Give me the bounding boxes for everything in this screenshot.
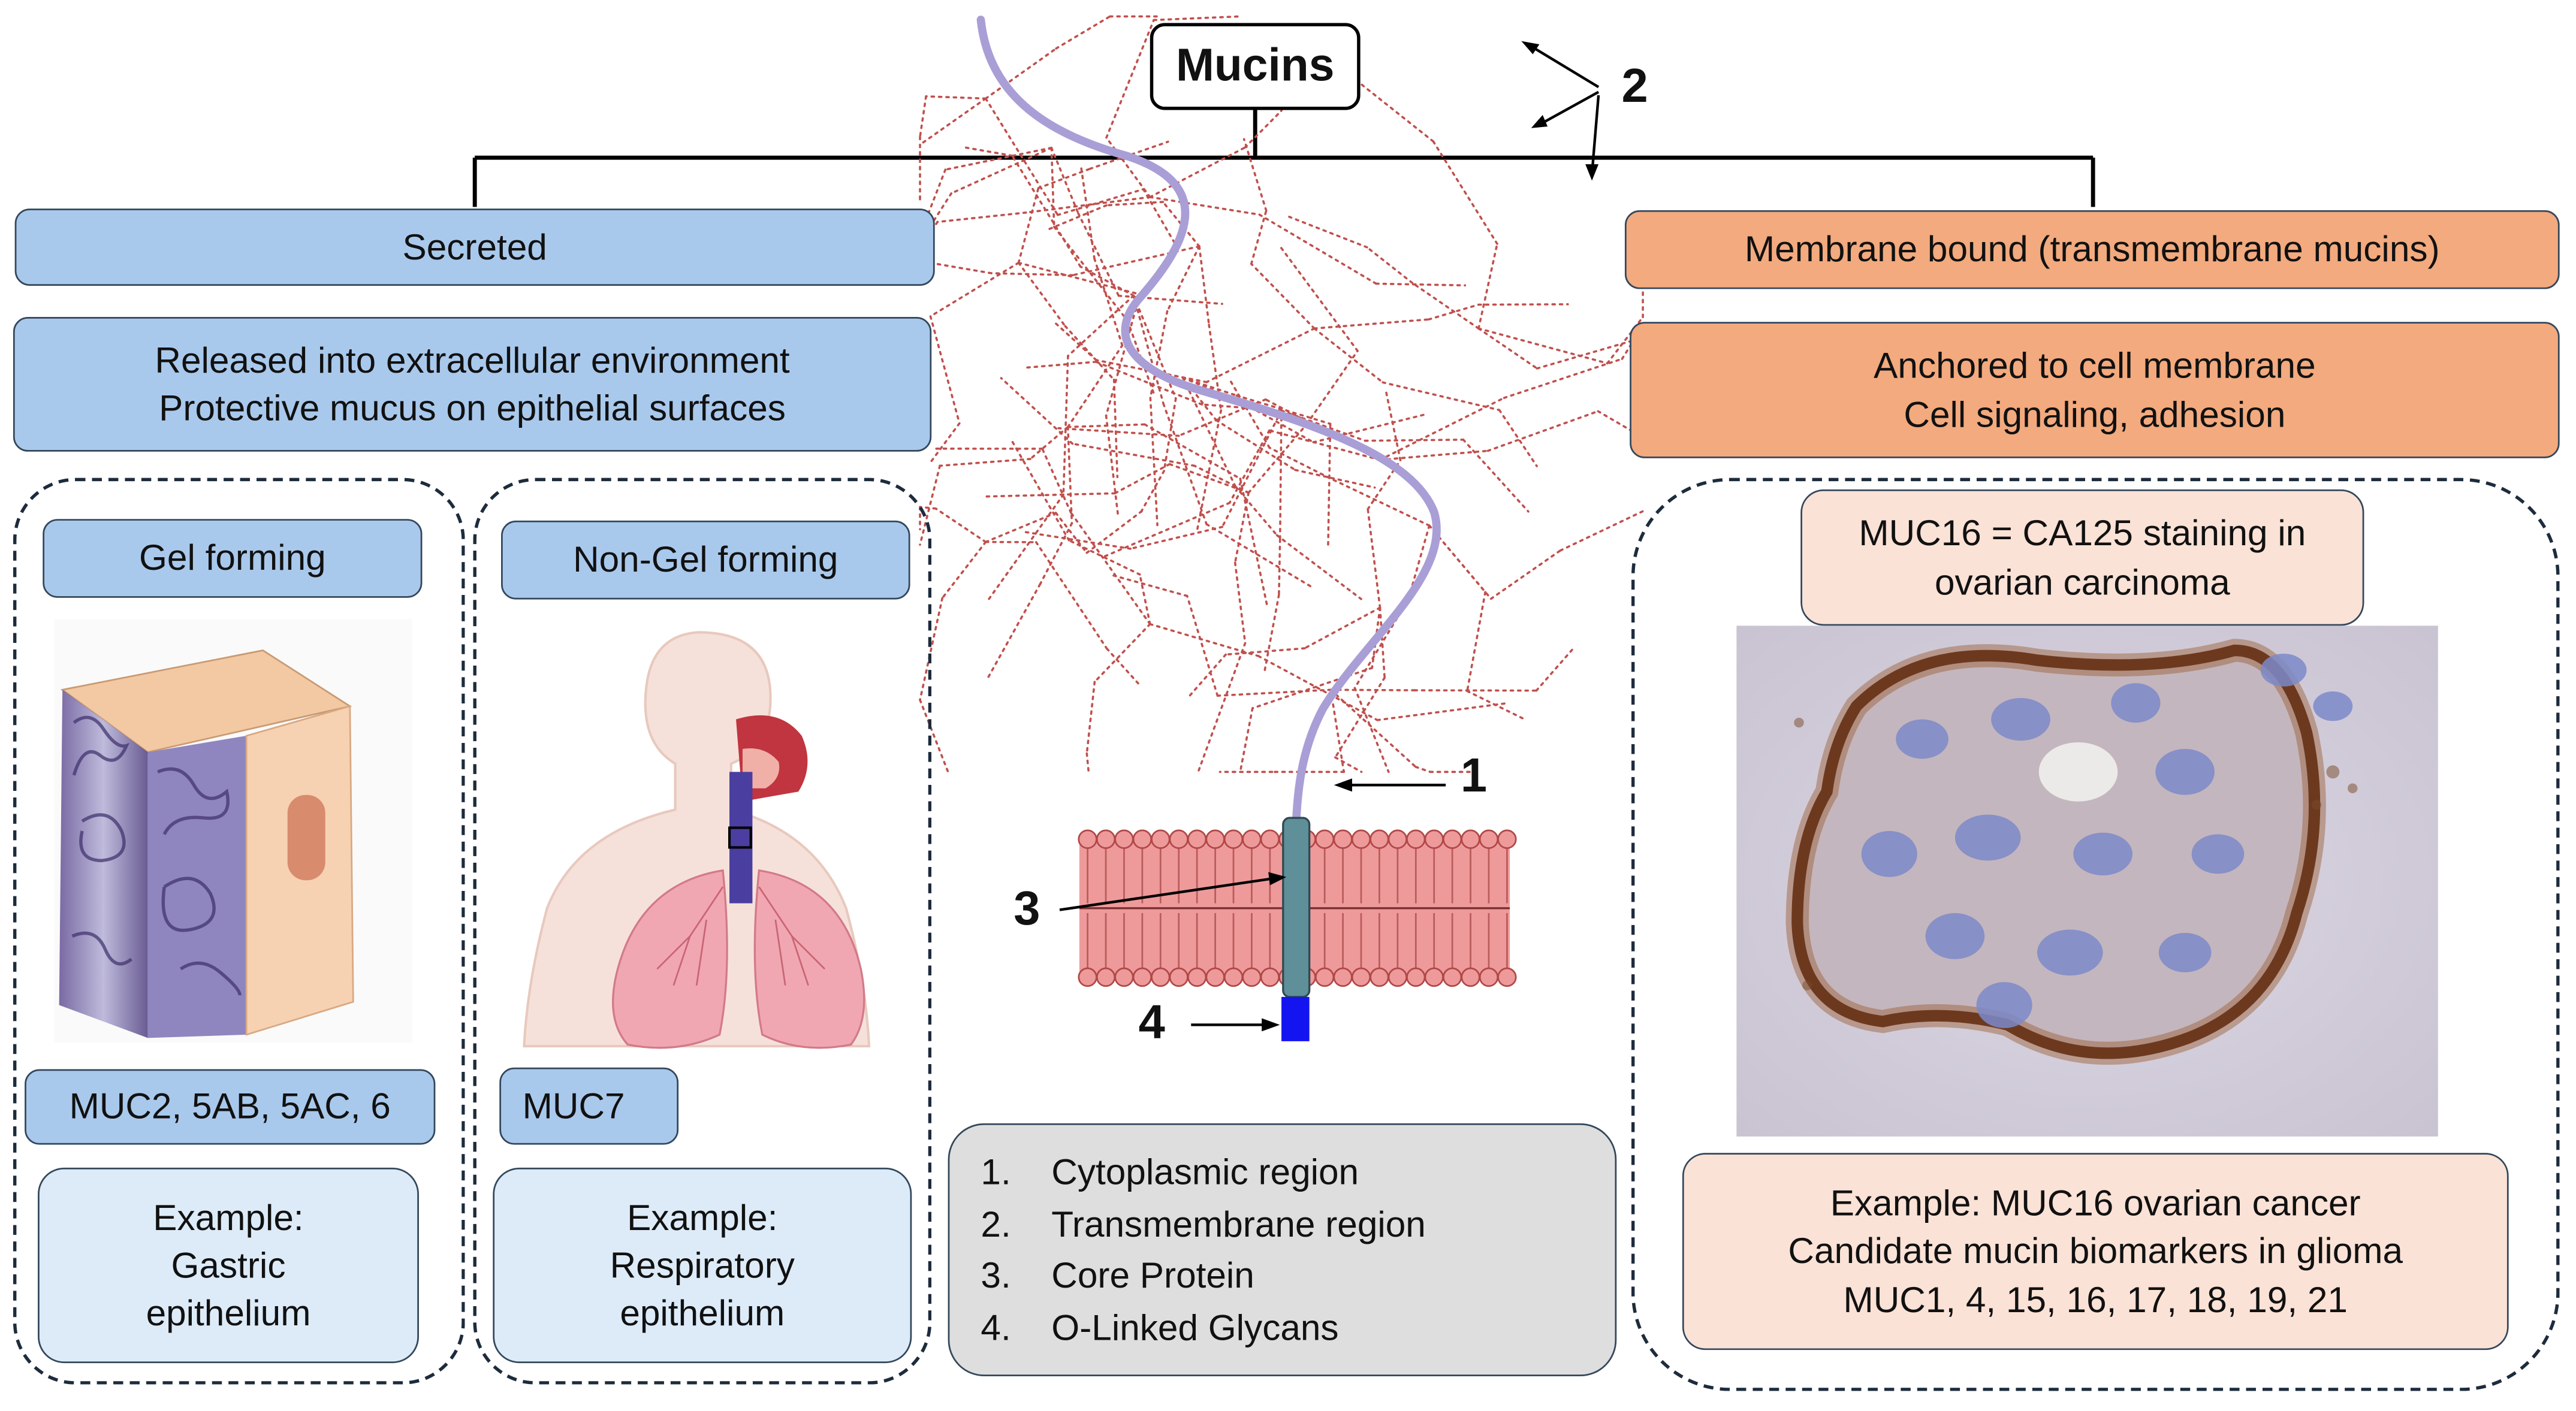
membrane-example-line-3: MUC1, 4, 15, 16, 17, 18, 19, 21 [1788,1276,2403,1324]
membrane-example-line-1: Example: MUC16 ovarian cancer [1788,1180,2403,1228]
membrane-example: Example: MUC16 ovarian cancer Candidate … [1682,1153,2509,1350]
membrane-example-line-2: Candidate mucin biomarkers in glioma [1788,1228,2403,1276]
